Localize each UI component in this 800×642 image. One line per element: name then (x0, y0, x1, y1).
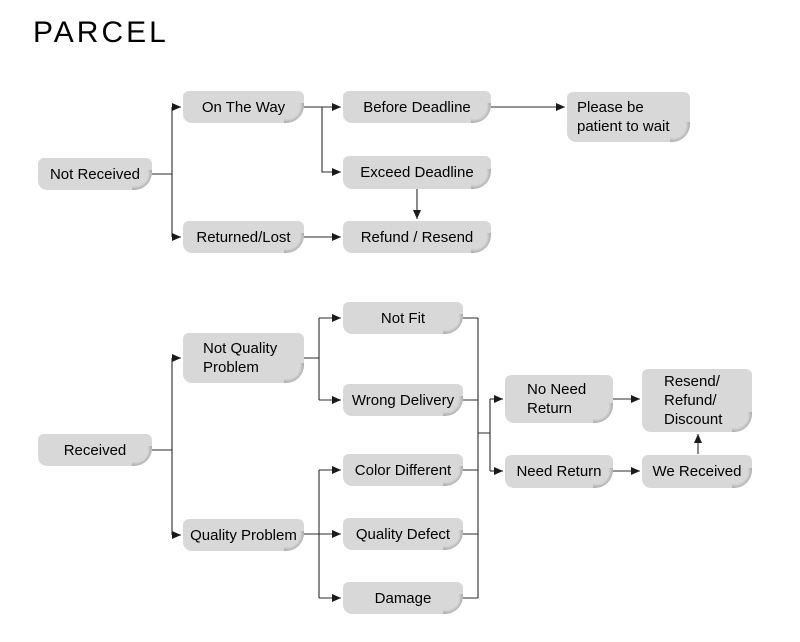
node-damage: Damage (343, 582, 463, 614)
node-on-the-way: On The Way (183, 91, 304, 123)
node-no-need-return: No Need Return (505, 375, 613, 423)
node-label: Please be patient to wait (577, 99, 670, 135)
node-please-wait: Please be patient to wait (567, 92, 690, 142)
node-not-quality-problem: Not Quality Problem (183, 333, 304, 383)
node-label: Wrong Delivery (351, 391, 455, 409)
node-label: No Need Return (527, 381, 587, 417)
node-label: Damage (374, 589, 432, 607)
edge-collector-trunk (463, 317, 491, 599)
edge-qp-trunk (304, 470, 320, 598)
node-need-return: Need Return (505, 455, 613, 488)
node-wrong-delivery: Wrong Delivery (343, 384, 463, 416)
diagram-title: PARCEL (33, 16, 169, 49)
node-label: Need Return (516, 463, 602, 480)
node-quality-defect: Quality Defect (343, 518, 463, 550)
node-label: We Received (652, 463, 742, 480)
edge-notreceived-trunk (152, 107, 173, 237)
node-we-received: We Received (642, 455, 752, 488)
node-received: Received (38, 434, 152, 466)
edge-ontheway-exceeddeadline (321, 107, 341, 176)
node-label: Color Different (354, 461, 452, 479)
node-exceed-deadline: Exceed Deadline (343, 156, 491, 189)
node-label: Before Deadline (363, 98, 471, 116)
node-label: Refund / Resend (360, 228, 474, 246)
node-label: Resend/ Refund/ Discount (664, 373, 723, 428)
node-color-different: Color Different (343, 454, 463, 486)
node-before-deadline: Before Deadline (343, 91, 491, 123)
node-label: Received (63, 441, 127, 459)
node-label: On The Way (201, 98, 286, 116)
node-resend-refund-discount: Resend/ Refund/ Discount (642, 369, 752, 432)
node-refund-resend: Refund / Resend (343, 221, 491, 253)
edge-nqp-trunk (304, 318, 320, 400)
node-label: Not Fit (380, 309, 426, 327)
node-label: Not Received (49, 165, 141, 183)
node-label: Returned/Lost (196, 228, 291, 246)
node-not-received: Not Received (38, 158, 152, 190)
node-label: Quality Problem (190, 526, 297, 544)
node-label: Not Quality Problem (203, 340, 278, 376)
edge-received-trunk (152, 358, 173, 535)
node-not-fit: Not Fit (343, 302, 463, 334)
node-label: Quality Defect (355, 525, 451, 543)
node-returned-lost: Returned/Lost (183, 221, 304, 253)
node-quality-problem: Quality Problem (183, 519, 304, 551)
node-label: Exceed Deadline (360, 164, 474, 181)
